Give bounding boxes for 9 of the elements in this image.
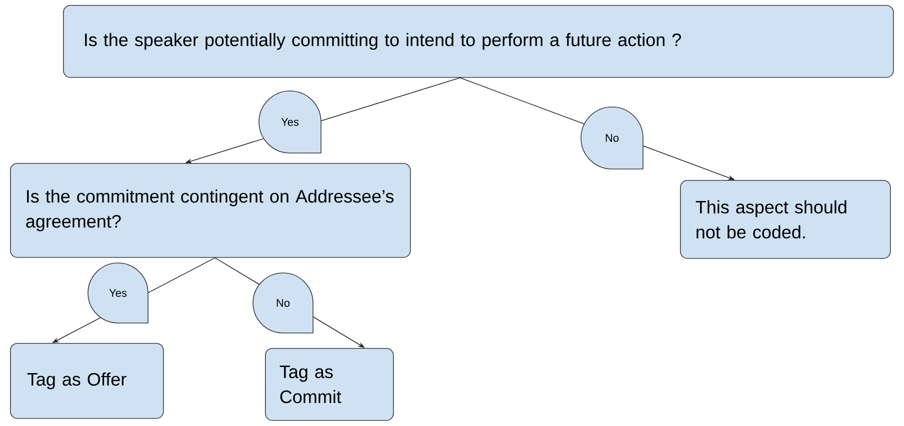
speech-bubble-label: Yes	[258, 90, 322, 154]
speech-bubble-label: No	[252, 272, 314, 334]
question-box: This aspect should not be coded.	[680, 180, 891, 259]
question-box: Tag as Commit	[265, 348, 394, 421]
question-box: Is the commitment contingent on Addressee’s agreement?	[10, 163, 411, 258]
question-box: Tag as Offer	[10, 343, 164, 419]
speech-bubble-label: No	[580, 106, 644, 170]
speech-bubble-label: Yes	[88, 262, 148, 324]
question-box: Is the speaker potentially committing to intend to perform a future action ?	[63, 5, 894, 78]
